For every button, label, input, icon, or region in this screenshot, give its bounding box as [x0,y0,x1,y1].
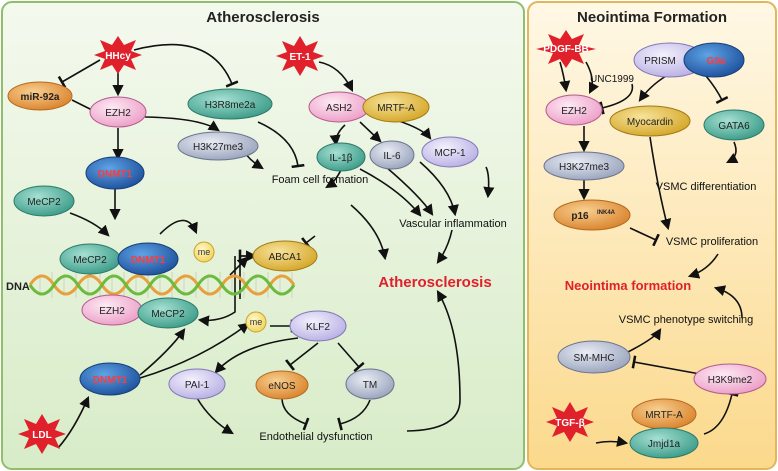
h3k27me3-left-node: H3K27me3 [177,131,259,161]
enos-node: eNOS [255,370,309,400]
mrtfa-left-label: MRTF-A [377,103,415,114]
gata6-node: GATA6 [703,109,765,141]
mecp2-top-node: MeCP2 [13,185,75,217]
h3r8me2a-node: H3R8me2a [187,88,273,120]
myocardin-node: Myocardin [609,105,691,137]
hhcy-label: HHcy [105,51,131,62]
mrtfa-left-node: MRTF-A [362,91,430,123]
prism-label: PRISM [644,56,676,67]
me-marker-1: me [193,241,215,263]
enos-label: eNOS [268,381,296,392]
dnmt1-dna-label: DNMT1 [131,255,166,266]
tgfb-label: TGF-β [555,418,584,429]
left-connectors [57,43,495,449]
abca1-label: ABCA1 [269,252,302,263]
il6-node: IL-6 [369,140,415,170]
il1b-node: IL-1β [316,142,366,172]
ldl-label: LDL [32,430,51,441]
mecp2-dna2-label: MeCP2 [151,309,185,320]
pai1-node: PAI-1 [168,368,226,400]
h3k27me3-right-node: H3K27me3 [543,151,625,181]
ldl-node: LDL [18,414,66,454]
gata6-label: GATA6 [718,121,750,132]
smmhc-label: SM-MHC [573,353,614,364]
ezh2-dna-label: EZH2 [99,306,125,317]
klf2-node: KLF2 [289,310,347,342]
endothelial-dysfunction-label: Endothelial dysfunction [259,431,372,443]
ezh2-top-node: EZH2 [89,96,147,128]
dnmt1-top-label: DNMT1 [98,169,133,180]
h3k9me2-label: H3K9me2 [708,375,753,386]
hhcy-node: HHcy [94,36,142,74]
right-connectors [559,61,743,447]
il1b-label: IL-1β [330,153,353,164]
dnmt1-bottom-node: DNMT1 [79,362,141,396]
g9a-label: G9a [707,56,726,67]
p16-label: p16 [571,211,589,222]
ezh2-right-label: EZH2 [561,106,587,117]
g9a-node: G9a [683,42,745,78]
et1-label: ET-1 [289,52,311,63]
p16-node: p16 INK4A [553,199,631,231]
mecp2-dna1-label: MeCP2 [73,255,107,266]
pai1-label: PAI-1 [185,380,210,391]
smmhc-node: SM-MHC [557,340,631,374]
tm-label: TM [363,380,377,391]
jmjd1a-label: Jmjd1a [648,439,681,450]
left-panel-title: Atherosclerosis [206,9,319,26]
myocardin-label: Myocardin [627,117,673,128]
mrtfa-right-label: MRTF-A [645,410,683,421]
atherosclerosis-outcome: Atherosclerosis [378,274,491,291]
mecp2-dna2-node: MeCP2 [137,297,199,329]
mir92a-label: miR-92a [21,92,60,103]
ash2-label: ASH2 [326,103,353,114]
ash2-node: ASH2 [308,91,370,123]
me1-label: me [198,247,211,257]
me2-label: me [250,317,263,327]
tm-node: TM [345,368,395,400]
h3k27me3-left-label: H3K27me3 [193,142,243,153]
tgfb-node: TGF-β [546,402,594,442]
abca1-node: ABCA1 [252,240,318,272]
pdgfbb-node: PDGF-BB [536,30,596,68]
dnmt1-bottom-label: DNMT1 [93,375,128,386]
jmjd1a-node: Jmjd1a [629,427,699,459]
h3k27me3-right-label: H3K27me3 [559,162,609,173]
p16-superscript: INK4A [597,210,616,216]
dna-label: DNA [6,281,30,293]
il6-label: IL-6 [383,151,401,162]
dnmt1-top-node: DNMT1 [85,156,145,190]
me-marker-2: me [245,311,267,333]
dna-helix [28,272,296,298]
right-panel-title: Neointima Formation [577,9,727,26]
mcp1-node: MCP-1 [421,136,479,168]
foam-cell-label: Foam cell formation [272,174,369,186]
vsmc-proliferation-label: VSMC proliferation [666,236,758,248]
ezh2-top-label: EZH2 [105,108,131,119]
neointima-outcome: Neointima formation [565,278,691,293]
mir92a-node: miR-92a [7,81,73,111]
klf2-label: KLF2 [306,322,330,333]
mrtfa-right-node: MRTF-A [631,398,697,430]
unc1999-label: UNC1999 [590,74,634,85]
et1-node: ET-1 [276,36,324,76]
ezh2-dna-node: EZH2 [81,294,143,326]
vsmc-differentiation-label: VSMC differentiation [656,181,757,193]
mcp1-label: MCP-1 [434,148,466,159]
vascular-inflammation-label: Vascular inflammation [399,218,506,230]
phenotype-switching-label: VSMC phenotype switching [619,314,754,326]
pdgfbb-label: PDGF-BB [543,44,589,55]
h3k9me2-node: H3K9me2 [693,363,767,395]
mecp2-top-label: MeCP2 [27,197,61,208]
ezh2-right-node: EZH2 [545,94,603,126]
mecp2-dna1-node: MeCP2 [59,243,121,275]
dnmt1-dna-node: DNMT1 [117,242,179,276]
h3r8me2a-label: H3R8me2a [205,100,256,111]
